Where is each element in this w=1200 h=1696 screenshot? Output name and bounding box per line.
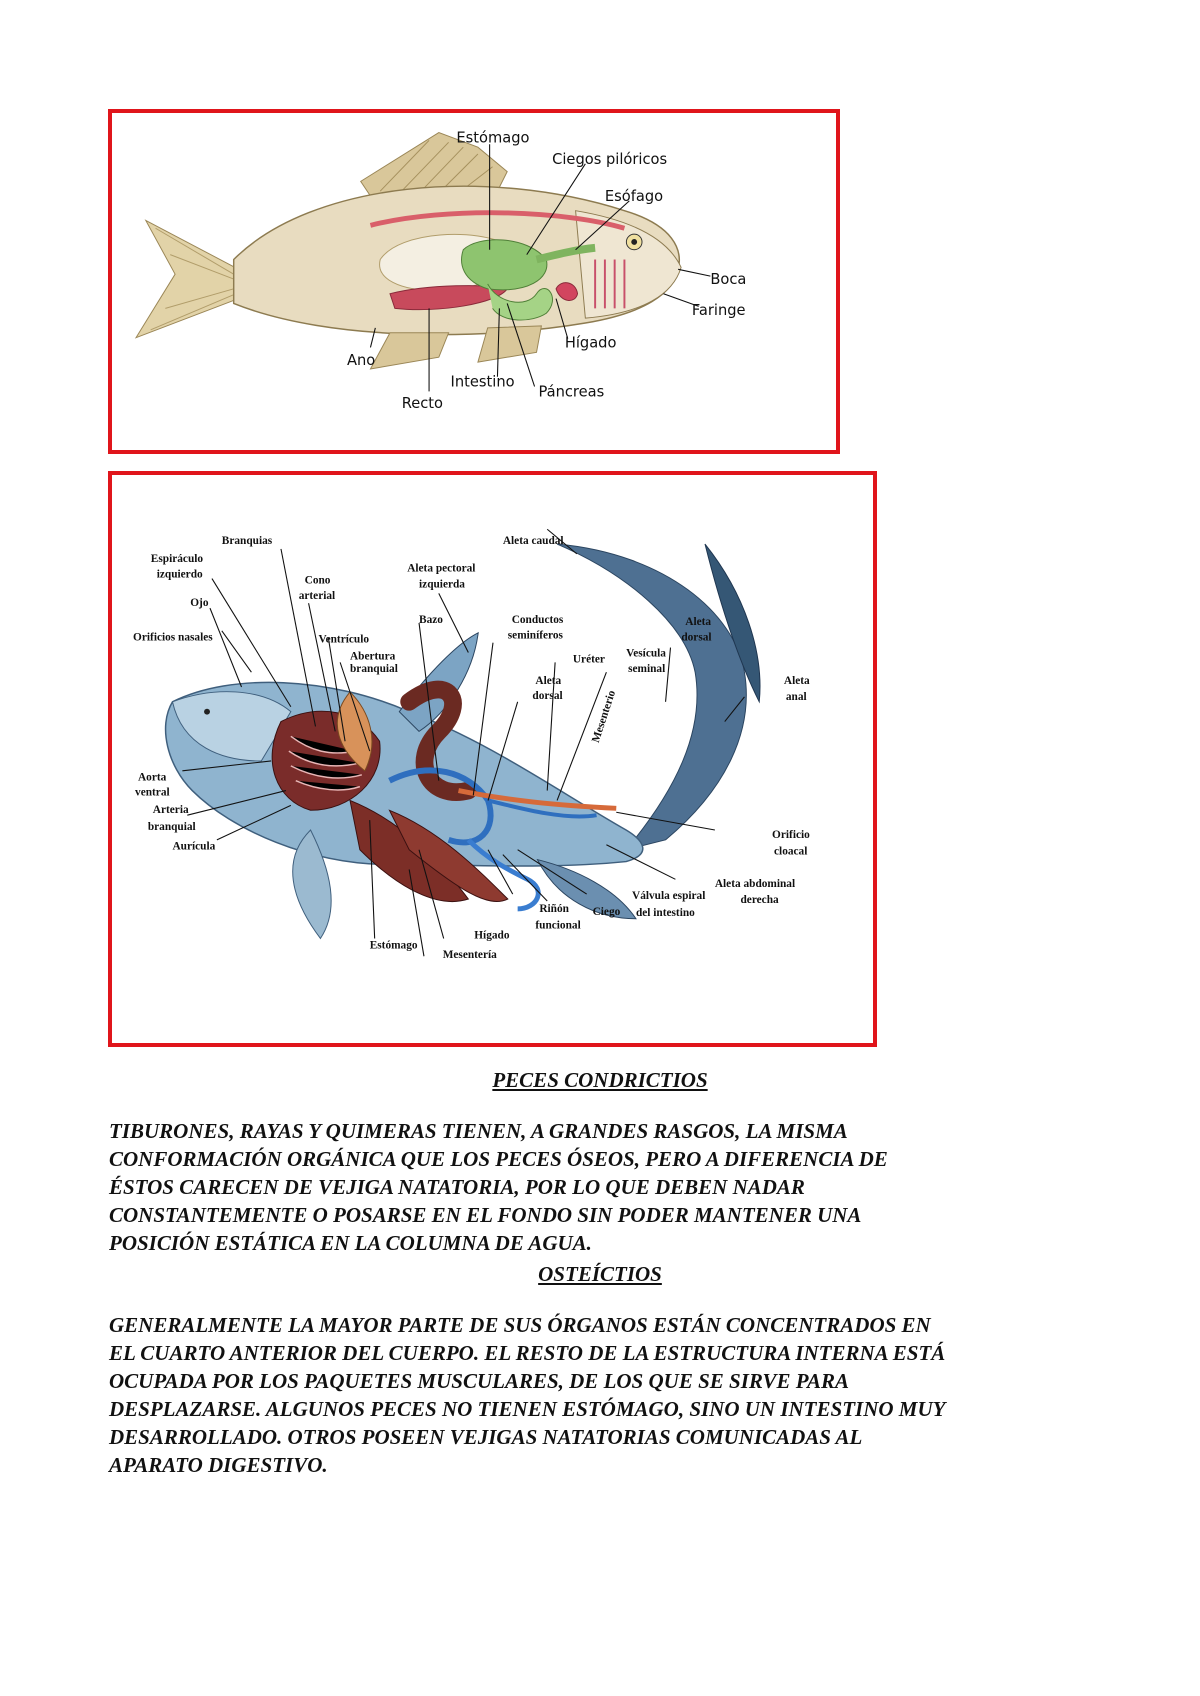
label-ciego: Ciego [593,906,621,918]
section-heading-condrictios: PECES CONDRICTIOS [492,1068,708,1092]
label-ventral: ventral [135,786,170,798]
label-aleta-anal: Aleta [784,675,810,687]
label-aorta: Aorta [138,772,167,784]
paragraph-line: CONSTANTEMENTE O POSARSE EN EL FONDO SIN… [109,1203,862,1227]
paragraph-line: DESPLAZARSE. ALGUNOS PECES NO TIENEN EST… [109,1397,946,1421]
label-arterial: arterial [299,590,335,602]
label-izquierda: izquierda [419,578,465,590]
label-ureter: Uréter [573,653,605,665]
label-ciegos-piloricos: Ciegos pilóricos [552,151,667,168]
label-faringe: Faringe [692,302,746,319]
label-conductos: Conductos [512,614,564,626]
label-izquierdo: izquierdo [157,569,203,581]
label-ano: Ano [347,352,375,369]
bony-fish-illustration: Estómago Ciegos pilóricos Esófago Boca F… [134,129,746,412]
label-seminiferos: seminíferos [508,630,564,642]
paragraph-line: ÉSTOS CARECEN DE VEJIGA NATATORIA, POR L… [109,1175,805,1199]
paragraph-line: TIBURONES, RAYAS Y QUIMERAS TIENEN, A GR… [109,1119,848,1143]
label-arteria: Arteria [153,804,189,816]
label-ojo: Ojo [190,597,209,609]
label-dorsal-1: dorsal [532,690,562,702]
label-boca: Boca [710,271,746,288]
paragraph-osteictios: GENERALMENTE LA MAYOR PARTE DE SUS ÓRGAN… [109,1311,1109,1479]
label-higado: Hígado [474,929,510,941]
label-seminal: seminal [628,663,665,675]
label-anal: anal [786,691,807,703]
label-higado: Hígado [565,334,617,351]
label-abertura: Abertura [350,650,396,662]
label-branquial: branquial [350,663,398,675]
label-del-intestino: del intestino [636,907,695,919]
label-estomago: Estómago [456,129,529,146]
paragraph-line: GENERALMENTE LA MAYOR PARTE DE SUS ÓRGAN… [109,1313,931,1337]
label-dorsal-2: dorsal [681,632,711,644]
label-esofago: Esófago [605,188,663,205]
label-funcional: funcional [535,920,580,932]
label-bazo: Bazo [419,614,443,626]
label-aleta-abdominal: Aleta abdominal [715,878,795,890]
paragraph-line: APARATO DIGESTIVO. [109,1453,328,1477]
label-cono: Cono [305,574,331,586]
section-heading-osteictios: OSTEÍCTIOS [538,1262,662,1286]
label-espiraculo: Espiráculo [151,553,204,565]
label-derecha: derecha [741,894,780,906]
label-aleta-dorsal-1: Aleta [535,675,561,687]
paragraph-line: DESARROLLADO. OTROS POSEEN VEJIGAS NATAT… [109,1425,863,1449]
label-orificios-nasales: Orificios nasales [133,632,213,644]
paragraph-line: OCUPADA POR LOS PAQUETES MUSCULARES, DE … [109,1369,850,1393]
label-estomago: Estómago [370,939,418,951]
label-vesicula: Vesícula [626,647,666,659]
label-aleta-caudal: Aleta caudal [503,535,564,547]
label-intestino: Intestino [451,374,515,391]
label-pancreas: Páncreas [538,383,604,400]
paragraph-line: EL CUARTO ANTERIOR DEL CUERPO. EL RESTO … [109,1341,946,1365]
label-rinon: Riñón [539,903,569,915]
label-orificio: Orificio [772,829,810,841]
paragraph-line: CONFORMACIÓN ORGÁNICA QUE LOS PECES ÓSEO… [109,1147,888,1171]
label-mesenteria: Mesentería [443,949,497,961]
label-aleta-dorsal-2: Aleta [685,616,711,628]
shark-illustration: Branquias Espiráculo izquierdo Ojo Orifi… [133,528,810,961]
bony-fish-figure: Estómago Ciegos pilóricos Esófago Boca F… [108,109,840,454]
paragraph-line: POSICIÓN ESTÁTICA EN LA COLUMNA DE AGUA. [109,1231,592,1255]
shark-figure: Branquias Espiráculo izquierdo Ojo Orifi… [108,471,877,1047]
label-valvula-espiral: Válvula espiral [632,890,705,902]
label-mesenterio: Mesenterio [590,689,618,744]
label-auricula: Aurícula [173,841,216,853]
label-arteria-branquial: branquial [148,821,196,833]
label-branquias: Branquias [222,535,273,547]
paragraph-condrictios: TIBURONES, RAYAS Y QUIMERAS TIENEN, A GR… [109,1117,1109,1257]
label-aleta-pectoral: Aleta pectoral [407,563,475,575]
label-ventriculo: Ventrículo [318,634,369,646]
label-recto: Recto [402,395,443,412]
label-cloacal: cloacal [774,846,807,858]
